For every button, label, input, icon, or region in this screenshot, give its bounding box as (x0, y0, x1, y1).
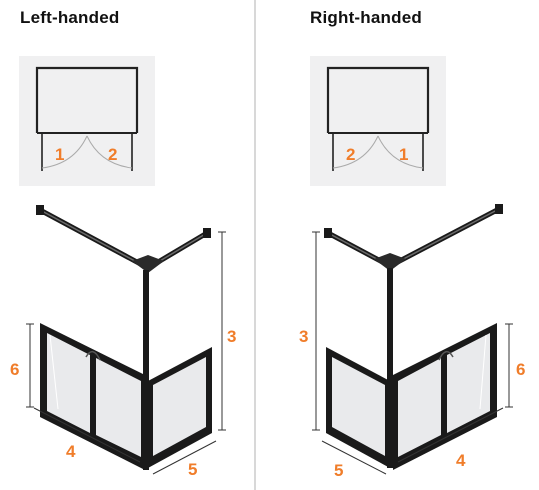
plan-door-label-first: 2 (346, 145, 355, 164)
dim-label-width: 4 (66, 442, 76, 461)
dim-label-depth: 5 (188, 460, 197, 479)
bifold-glass-2 (447, 333, 490, 433)
left-handed-plan-view: 1 2 (19, 56, 155, 186)
rail-end-cap-right (203, 228, 211, 238)
dim-label-depth: 5 (334, 461, 343, 480)
right-handed-panel: Right-handed 2 1 (290, 0, 539, 490)
plan-enclosure-outline (35, 66, 139, 133)
left-handed-panel: Left-handed 1 2 (0, 0, 250, 490)
plan-door-swing-2 (377, 135, 424, 169)
plan-door-label-second: 2 (108, 145, 117, 164)
overhead-rail-right-highlight (389, 208, 500, 267)
glass-shine-1 (479, 334, 487, 410)
plan-enclosure-outline (326, 66, 430, 133)
left-plan-diagram: 1 2 (35, 66, 139, 171)
right-handed-title: Right-handed (310, 8, 422, 27)
dim-line-depth (321, 440, 387, 475)
bifold-glass-1 (398, 358, 441, 457)
plan-door-label-second: 1 (399, 145, 408, 164)
rail-end-cap-left (324, 228, 332, 238)
rail-corner-joint (132, 255, 164, 273)
left-panel-glass (332, 357, 385, 456)
plan-door-swing-1 (332, 135, 379, 169)
dim-line-width (33, 407, 141, 463)
plan-door-swing-2 (86, 135, 133, 169)
right-panel-glass (153, 357, 206, 456)
bifold-glass-2 (96, 358, 141, 457)
left-isometric-diagram: 3 6 4 5 (10, 205, 236, 479)
dim-line-width (397, 407, 504, 463)
right-handed-plan-view: 2 1 (310, 56, 446, 186)
rail-end-cap-right (495, 204, 503, 214)
rail-corner-joint (374, 253, 406, 271)
dim-label-width: 4 (456, 451, 466, 470)
corner-post (143, 270, 149, 470)
glass-shine-1 (49, 334, 59, 410)
corner-post (387, 268, 393, 468)
left-handed-title: Left-handed (20, 8, 120, 27)
plan-door-swing-1 (41, 135, 88, 169)
panel-divider (254, 0, 256, 490)
rail-end-cap-left (36, 205, 44, 215)
dim-line-depth (152, 440, 217, 475)
dim-label-height: 3 (227, 327, 236, 346)
plan-door-label-first: 1 (55, 145, 64, 164)
dim-label-panel-height: 6 (10, 360, 19, 379)
dim-label-panel-height: 6 (516, 360, 525, 379)
dim-label-height: 3 (299, 327, 308, 346)
overhead-rail-left-highlight (39, 209, 149, 269)
bifold-hinge (438, 351, 454, 361)
right-isometric-diagram: 3 6 5 4 (299, 204, 525, 480)
bifold-hinge (85, 351, 101, 361)
right-plan-diagram: 2 1 (326, 66, 430, 171)
